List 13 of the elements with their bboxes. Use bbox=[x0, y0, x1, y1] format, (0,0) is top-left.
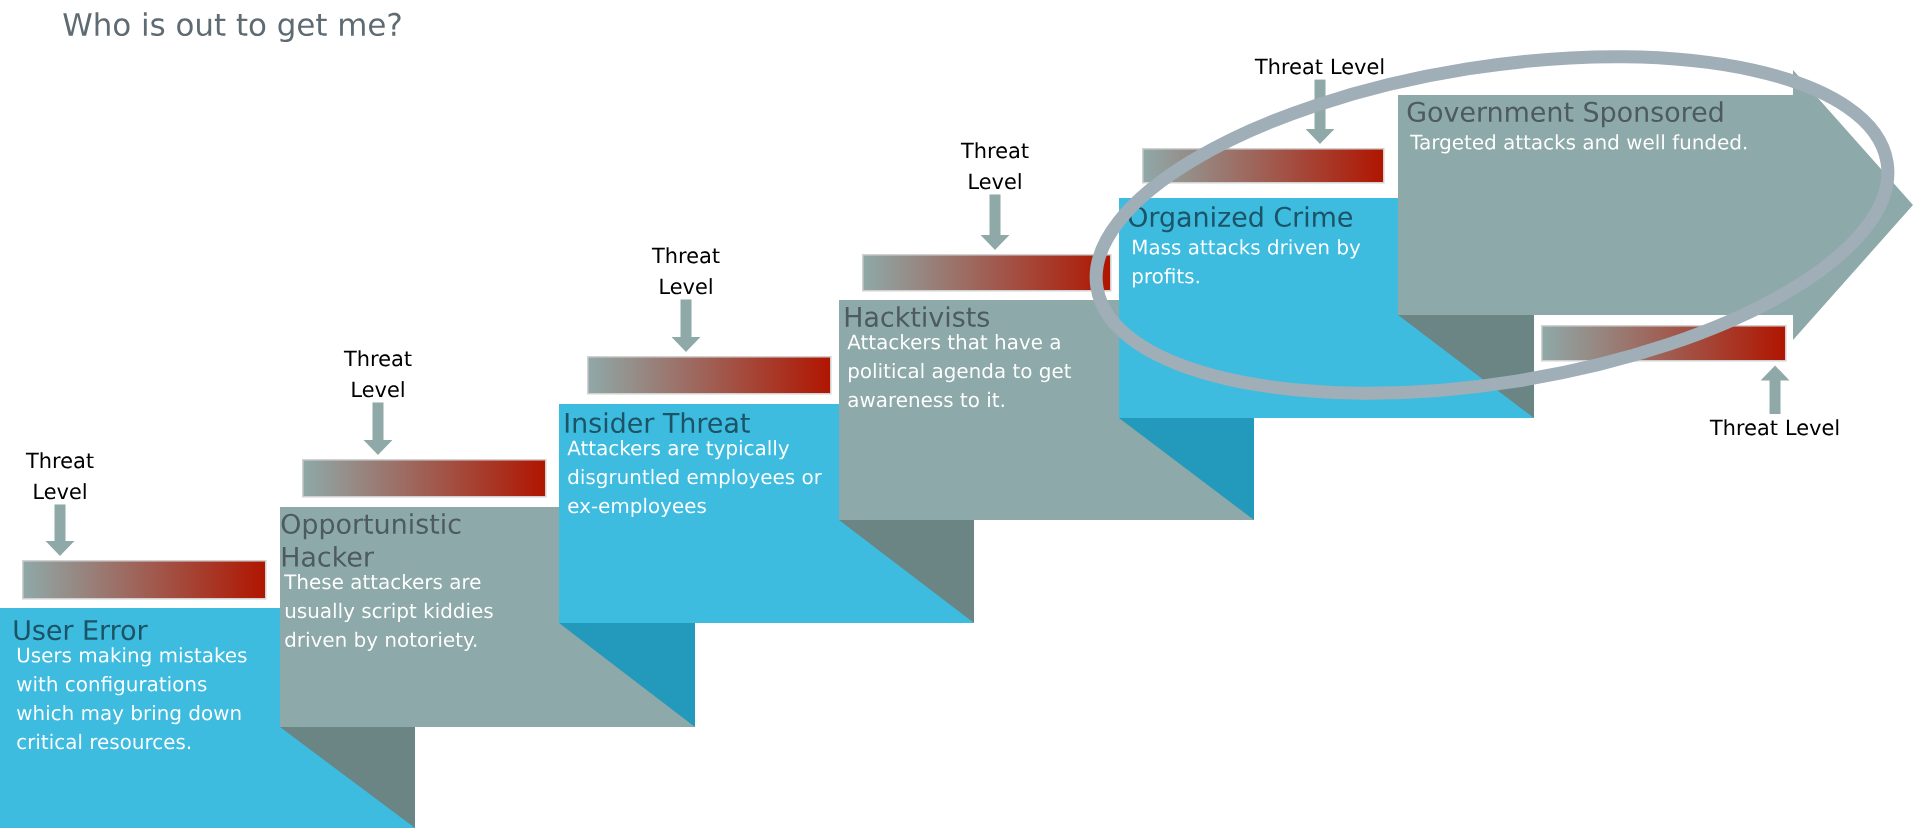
slide-title: Who is out to get me? bbox=[63, 12, 401, 43]
threat-level-label: Threat Level bbox=[651, 247, 720, 295]
threat-level-label: Threat Level bbox=[960, 142, 1029, 190]
threat-level-label: Threat Level bbox=[25, 452, 94, 500]
threat-level-label: Threat Level bbox=[343, 350, 412, 398]
threat-level-label: Threat Level bbox=[1254, 58, 1384, 75]
threat-gradient-bar bbox=[1142, 148, 1385, 184]
arrow-box: Government Sponsored Targeted attacks and well funded. bbox=[1398, 70, 1913, 340]
threat-gradient-bar bbox=[862, 254, 1112, 292]
threat-gradient-bar bbox=[302, 459, 547, 498]
threat-gradient-bar bbox=[22, 560, 267, 600]
threat-level-label: Threat Level bbox=[1709, 419, 1839, 436]
threat-gradient-bar bbox=[587, 356, 832, 395]
